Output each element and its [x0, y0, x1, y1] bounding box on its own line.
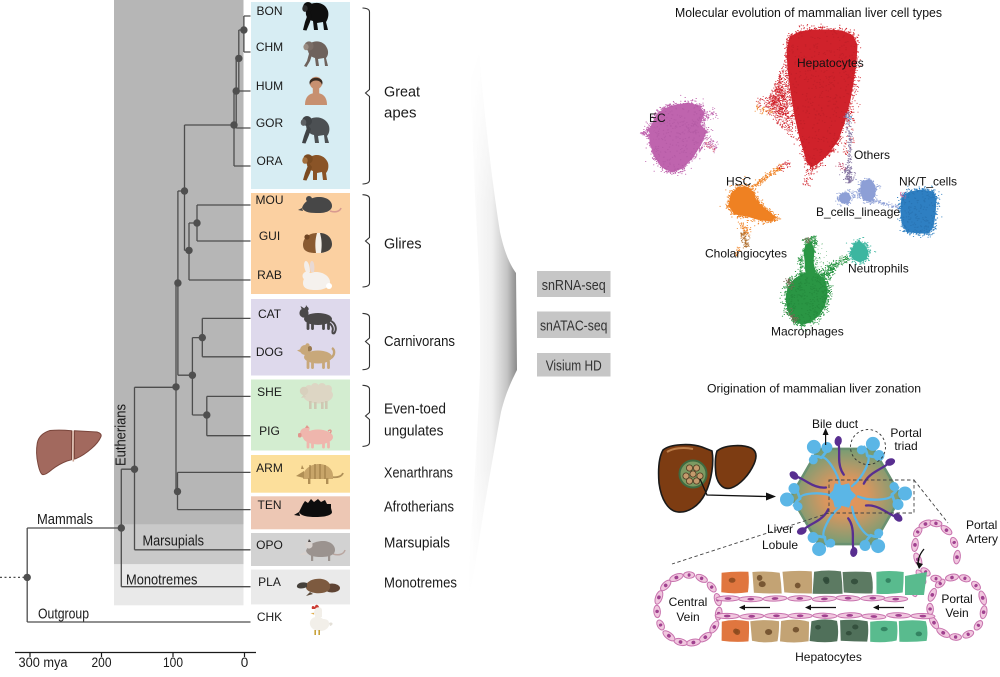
- svg-text:MOU: MOU: [256, 193, 284, 207]
- svg-text:EC: EC: [649, 111, 666, 125]
- svg-text:CAT: CAT: [258, 307, 282, 321]
- svg-text:GOR: GOR: [256, 116, 284, 130]
- svg-text:BON: BON: [256, 4, 282, 18]
- svg-text:Others: Others: [854, 148, 890, 162]
- svg-text:300 mya: 300 mya: [19, 655, 68, 670]
- svg-text:snRNA-seq: snRNA-seq: [542, 277, 606, 294]
- svg-text:DOG: DOG: [256, 345, 283, 359]
- svg-text:CHK: CHK: [257, 610, 282, 624]
- svg-text:Molecular evolution of mammali: Molecular evolution of mammalian liver c…: [675, 5, 942, 20]
- svg-text:Xenarthrans: Xenarthrans: [384, 465, 453, 482]
- svg-text:NK/T_cells: NK/T_cells: [899, 175, 957, 189]
- svg-text:ARM: ARM: [256, 461, 283, 475]
- svg-text:Marsupials: Marsupials: [143, 534, 205, 550]
- svg-text:100: 100: [163, 655, 183, 670]
- svg-text:GUI: GUI: [259, 229, 280, 243]
- svg-text:Portal: Portal: [966, 518, 997, 532]
- svg-text:HUM: HUM: [256, 79, 283, 93]
- svg-text:Bile duct: Bile duct: [812, 417, 859, 431]
- svg-text:triad: triad: [894, 439, 917, 453]
- svg-text:Marsupials: Marsupials: [384, 535, 450, 552]
- svg-text:Monotremes: Monotremes: [126, 573, 198, 589]
- svg-text:PLA: PLA: [258, 575, 281, 589]
- svg-text:Glires: Glires: [384, 236, 422, 253]
- svg-text:Portal: Portal: [941, 592, 972, 606]
- svg-text:Vein: Vein: [676, 610, 699, 624]
- svg-text:Monotremes: Monotremes: [384, 575, 457, 592]
- svg-text:HSC: HSC: [726, 175, 752, 189]
- svg-text:Outgroup: Outgroup: [38, 607, 89, 623]
- svg-text:0: 0: [241, 655, 249, 670]
- svg-text:SHE: SHE: [257, 385, 282, 399]
- svg-text:Mammals: Mammals: [37, 512, 93, 528]
- svg-text:Even-toed: Even-toed: [384, 401, 446, 418]
- svg-text:Lobule: Lobule: [762, 538, 798, 552]
- svg-text:Eutherians: Eutherians: [113, 404, 130, 466]
- svg-text:Portal: Portal: [890, 426, 921, 440]
- svg-text:Neutrophils: Neutrophils: [848, 262, 909, 276]
- svg-text:Afrotherians: Afrotherians: [384, 499, 454, 516]
- svg-text:Great: Great: [384, 84, 421, 101]
- svg-text:Macrophages: Macrophages: [771, 325, 844, 339]
- svg-text:OPO: OPO: [256, 538, 283, 552]
- svg-text:ungulates: ungulates: [384, 423, 444, 440]
- svg-text:PIG: PIG: [259, 424, 280, 438]
- svg-text:Origination of mammalian liver: Origination of mammalian liver zonation: [707, 382, 921, 396]
- svg-text:snATAC-seq: snATAC-seq: [540, 318, 608, 335]
- svg-text:apes: apes: [384, 105, 417, 122]
- svg-text:200: 200: [92, 655, 112, 670]
- svg-text:Artery: Artery: [966, 532, 998, 546]
- svg-text:TEN: TEN: [258, 498, 282, 512]
- svg-text:B_cells_lineage: B_cells_lineage: [816, 205, 900, 219]
- svg-text:RAB: RAB: [257, 268, 282, 282]
- svg-text:Central: Central: [669, 595, 708, 609]
- svg-text:Cholangiocytes: Cholangiocytes: [705, 247, 787, 261]
- svg-text:Liver: Liver: [767, 522, 793, 536]
- svg-text:Carnivorans: Carnivorans: [384, 333, 455, 350]
- svg-text:ORA: ORA: [256, 154, 282, 168]
- svg-text:Hepatocytes: Hepatocytes: [797, 56, 864, 70]
- svg-text:Hepatocytes: Hepatocytes: [795, 650, 862, 664]
- svg-text:CHM: CHM: [256, 40, 283, 54]
- svg-text:Visium HD: Visium HD: [546, 358, 602, 375]
- svg-text:Vein: Vein: [945, 606, 968, 620]
